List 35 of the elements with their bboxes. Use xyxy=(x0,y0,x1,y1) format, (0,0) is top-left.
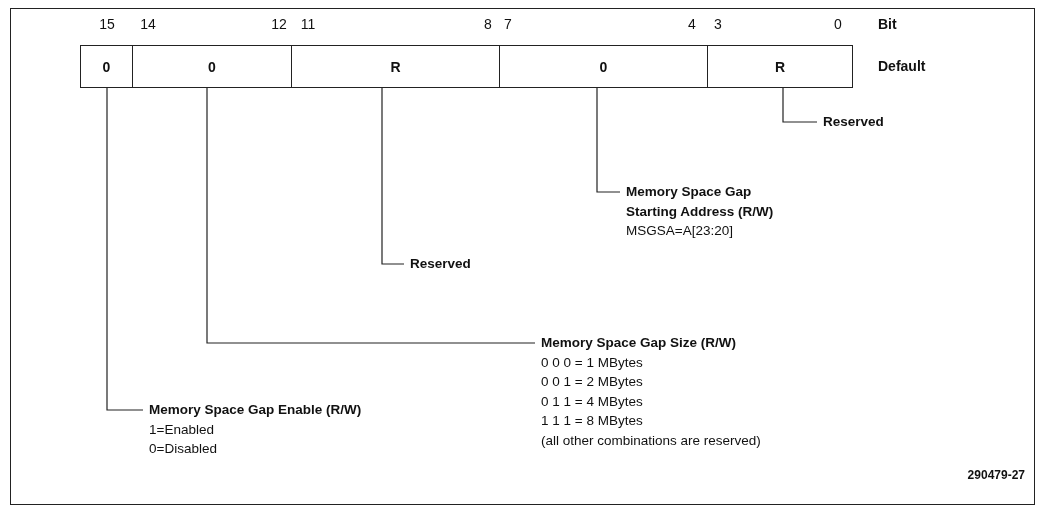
field-description-title: Memory Space Gap Starting Address (R/W) xyxy=(626,183,775,221)
field-description-text: MSGSA=A[23:20] xyxy=(626,222,734,240)
field-description-text: (all other combinations are reserved) xyxy=(541,431,762,450)
register-field: R xyxy=(708,45,853,88)
bit-number: 8 xyxy=(484,16,492,32)
bit-number: 7 xyxy=(504,16,512,32)
field-description-title: Reserved xyxy=(410,255,472,273)
figure-number: 290479-27 xyxy=(967,468,1025,482)
register-field: R xyxy=(292,45,500,88)
field-description-text: 0 0 1 = 2 MBytes xyxy=(541,373,644,391)
field-description-text: 0=Disabled xyxy=(149,440,218,458)
field-description-title: Memory Space Gap Enable (R/W) xyxy=(149,401,363,419)
bit-number: 14 xyxy=(140,16,156,32)
row-heading: Bit xyxy=(878,16,897,32)
field-description-title: Memory Space Gap Size (R/W) xyxy=(541,334,738,352)
leader-line xyxy=(206,87,536,344)
bit-number: 11 xyxy=(300,16,316,32)
leader-line xyxy=(596,87,621,193)
register-field: 0 xyxy=(133,45,292,88)
leader-line xyxy=(782,87,818,123)
register-field: 0 xyxy=(500,45,708,88)
field-description-text: 0 0 0 = 1 MBytes xyxy=(541,353,644,372)
bit-number: 3 xyxy=(714,16,722,32)
bit-number: 0 xyxy=(834,16,842,32)
register-field: 0 xyxy=(80,45,133,88)
bit-number: 4 xyxy=(688,16,696,32)
field-description-text: 1=Enabled xyxy=(149,420,215,439)
leader-line xyxy=(106,87,144,411)
row-heading: Default xyxy=(878,58,926,74)
field-description-text: 1 1 1 = 8 MBytes xyxy=(541,412,644,430)
bit-number: 15 xyxy=(99,16,115,32)
field-description-text: 0 1 1 = 4 MBytes xyxy=(541,392,644,411)
field-description-title: Reserved xyxy=(823,113,885,131)
leader-line xyxy=(381,87,405,265)
bit-number: 12 xyxy=(271,16,287,32)
